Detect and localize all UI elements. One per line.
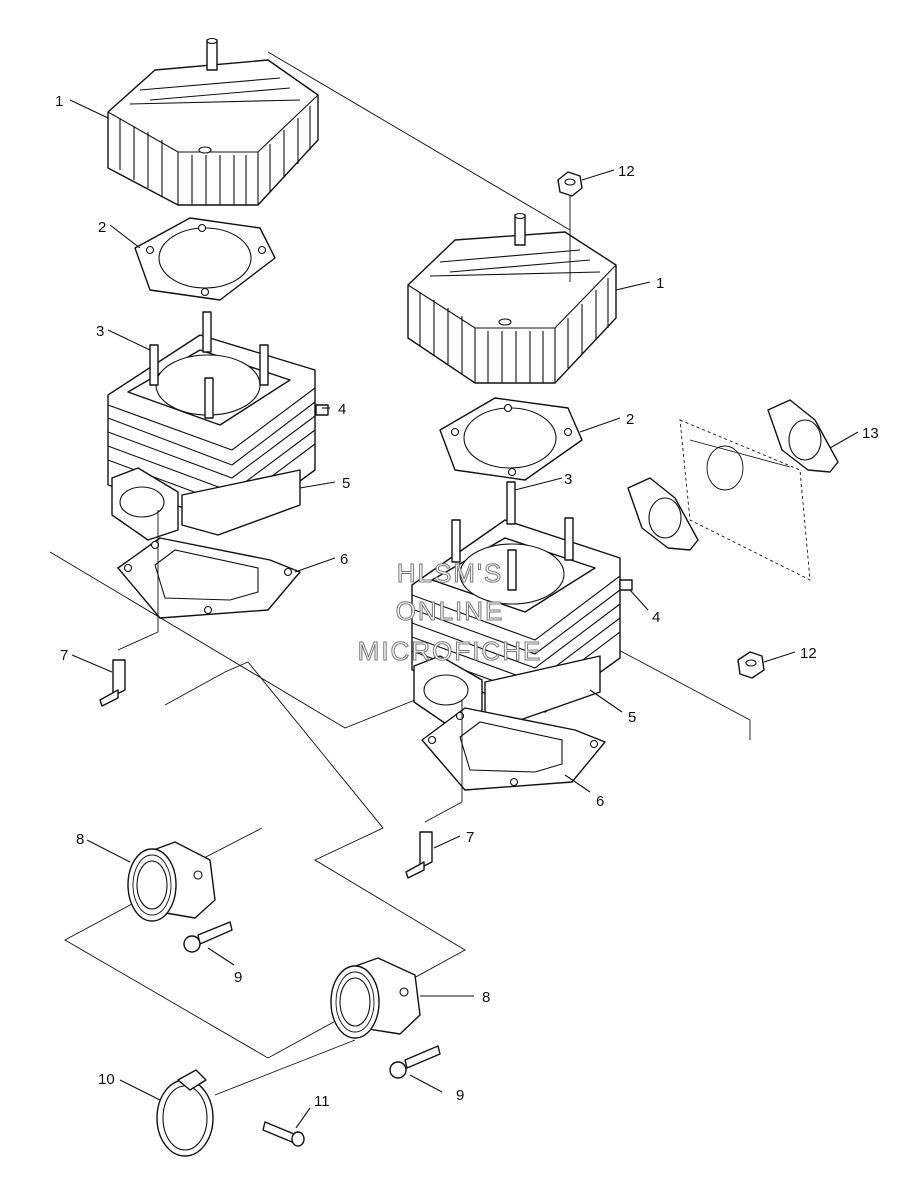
callout-1-right: 1: [656, 275, 664, 292]
callout-1-left: 1: [55, 93, 63, 110]
cylinder-left: [107, 311, 329, 541]
cylinder-head-left: [107, 37, 319, 206]
head-gasket-right: [439, 397, 583, 481]
callout-5-right: 5: [628, 709, 636, 726]
watermark: HLSM'S ONLINE MICROFICHE: [357, 558, 543, 667]
intake-flange-left: [127, 841, 216, 922]
callout-5-left: 5: [342, 475, 350, 492]
callout-leaders: [69, 99, 859, 1129]
exhaust-gaskets: [627, 399, 839, 581]
assembly-lines: [49, 51, 791, 1096]
watermark-line-2: ONLINE: [396, 596, 505, 626]
callout-11: 11: [314, 1093, 330, 1110]
callout-13: 13: [862, 425, 879, 442]
cylinder-head-right: [407, 212, 617, 384]
watermark-line-3: MICROFICHE: [358, 636, 543, 666]
callout-numbers: 1 2 3 4 5 6 7 8 9 10 11 9 8 12 1 2 3 13 …: [55, 93, 879, 1110]
nut-top: [557, 171, 583, 282]
callout-2-right: 2: [626, 411, 634, 428]
watermark-line-1: HLSM'S: [397, 558, 504, 588]
callout-9-left: 9: [234, 969, 242, 986]
bolt-right: [389, 1045, 441, 1079]
clamp-screw: [262, 1121, 305, 1147]
callout-7-right: 7: [466, 829, 474, 846]
base-gasket-right: [421, 707, 606, 791]
callout-4-left: 4: [338, 401, 346, 418]
fitting-left: [99, 510, 159, 707]
base-gasket-left: [117, 537, 301, 619]
callout-2-left: 2: [98, 219, 106, 236]
nut-right: [737, 651, 765, 679]
callout-8-left: 8: [76, 831, 84, 848]
callout-3-left: 3: [96, 323, 104, 340]
callout-3-right: 3: [564, 471, 572, 488]
head-gasket-left: [134, 217, 276, 301]
hose-clamp: [156, 1069, 214, 1157]
callout-10: 10: [98, 1071, 115, 1088]
callout-9-right: 9: [456, 1087, 464, 1104]
callout-8-right: 8: [482, 989, 490, 1006]
callout-6-right: 6: [596, 793, 604, 810]
callout-7-left: 7: [60, 647, 68, 664]
callout-6-left: 6: [340, 551, 348, 568]
callout-12-right: 12: [800, 645, 817, 662]
intake-flange-right: [330, 957, 421, 1039]
fitting-right: [405, 700, 463, 879]
callout-4-right: 4: [652, 609, 660, 626]
callout-12-top: 12: [618, 163, 635, 180]
bolt-left: [183, 921, 233, 953]
